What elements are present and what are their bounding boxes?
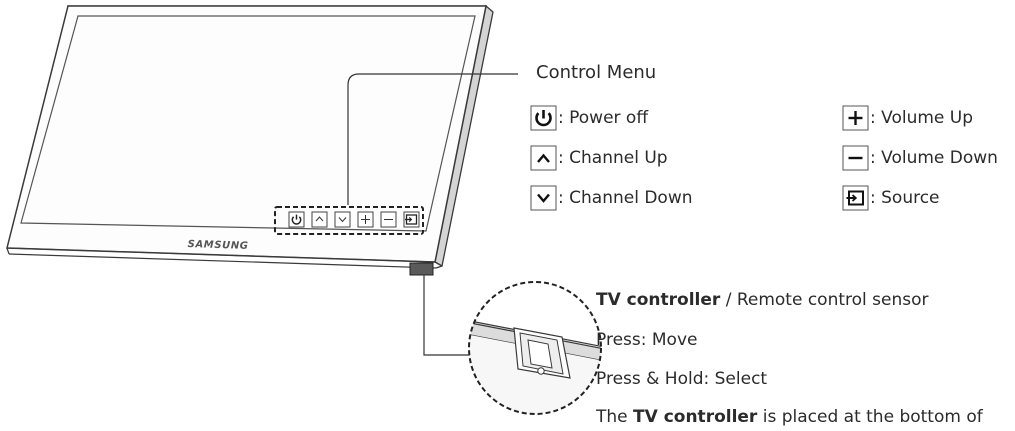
legend-chevron-down-icon (530, 185, 557, 211)
legend-channel-down-label: : Channel Down (558, 188, 693, 208)
legend-channel-up-label: : Channel Up (558, 148, 668, 168)
tv-controller-leader-line (423, 275, 482, 356)
panel-power-button[interactable] (288, 211, 305, 228)
tv-frame: SAMSUNG (6, 4, 494, 269)
panel-volume-up-button[interactable] (357, 211, 374, 228)
control-menu-title: Control Menu (536, 62, 657, 83)
note-prefix: The (596, 407, 634, 427)
tv-controller-sensor (409, 262, 434, 276)
legend-minus-icon (842, 145, 869, 171)
panel-volume-down-button[interactable] (380, 211, 397, 228)
press-instruction: Press: Move (596, 330, 698, 350)
tv-brand-logo: SAMSUNG (187, 239, 248, 252)
legend-power-icon (530, 105, 557, 131)
tv-controller-title-rest: / Remote control sensor (720, 290, 929, 310)
legend-source-icon (842, 185, 869, 211)
tv-controller-title-bold: TV controller (596, 290, 721, 310)
panel-source-button[interactable] (403, 211, 420, 228)
note-rest: is placed at the bottom of (757, 407, 983, 427)
tv-controller-title: TV controller / Remote control sensor (596, 290, 929, 310)
legend-volume-up-label: : Volume Up (870, 108, 973, 128)
legend-chevron-up-icon (530, 145, 557, 171)
control-menu-leader-line (347, 73, 518, 205)
tv-controller-note: The TV controller is placed at the botto… (596, 407, 1015, 427)
legend-power-label: : Power off (558, 108, 649, 128)
note-bold: TV controller (633, 407, 758, 427)
legend-volume-down-label: : Volume Down (870, 148, 998, 168)
panel-channel-down-button[interactable] (334, 211, 351, 228)
tv-control-panel (274, 206, 424, 235)
panel-channel-up-button[interactable] (311, 211, 328, 228)
legend-source-label: : Source (870, 188, 940, 208)
legend-plus-icon (842, 105, 869, 131)
press-hold-instruction: Press & Hold: Select (596, 369, 768, 389)
